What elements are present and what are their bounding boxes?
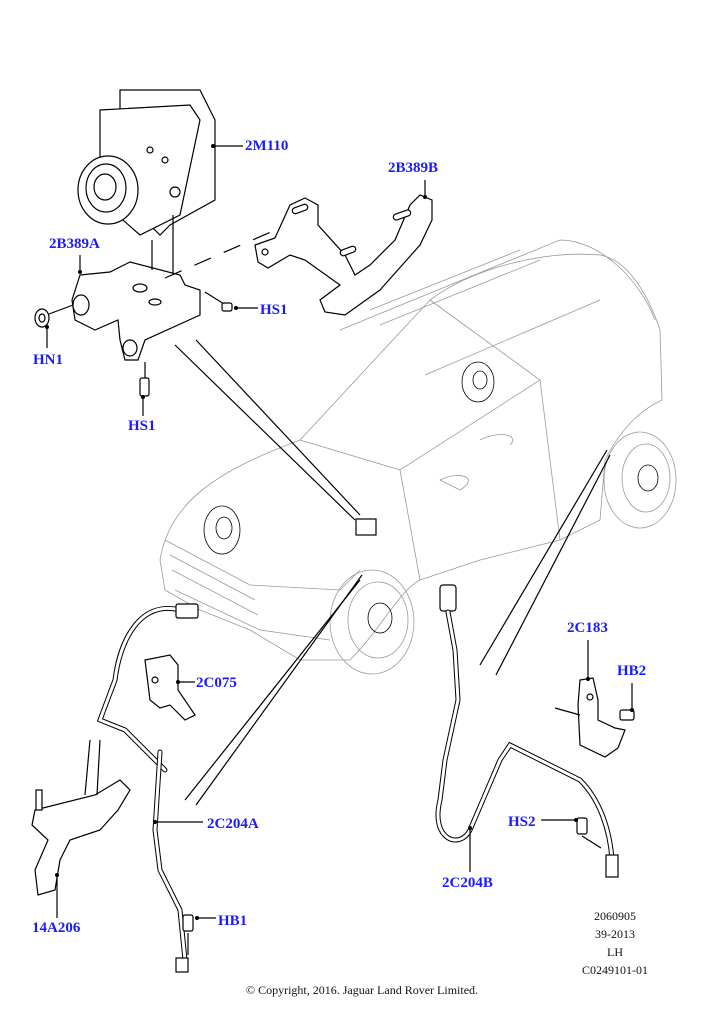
abs-module-2m110 <box>77 89 243 236</box>
sensor-2c204a <box>96 603 203 973</box>
callout-hb1[interactable]: HB1 <box>218 913 248 929</box>
bolt-hb1 <box>182 914 216 955</box>
bolt-hs1-lower <box>139 362 150 416</box>
bracket-2c183 <box>554 640 626 758</box>
callout-hs1-upper[interactable]: HS1 <box>260 302 288 318</box>
reference-code: 39-2013 <box>595 927 635 941</box>
callout-hb2[interactable]: HB2 <box>617 663 647 679</box>
bracket-2b389b <box>164 180 433 316</box>
nut-hn1 <box>34 304 74 348</box>
bolt-hb2 <box>619 683 635 721</box>
bracket-14a206 <box>31 739 131 918</box>
clip-2c075 <box>144 654 196 721</box>
callout-2c183[interactable]: 2C183 <box>567 620 608 636</box>
reference-number: 2060905 <box>594 909 636 923</box>
callout-2b389a[interactable]: 2B389A <box>49 236 100 252</box>
reference-side: LH <box>607 945 623 959</box>
callout-2c204a[interactable]: 2C204A <box>207 816 259 832</box>
callout-hn1[interactable]: HN1 <box>33 352 63 368</box>
sensor-2c204b <box>435 584 619 878</box>
bolt-hs1-upper <box>204 291 258 312</box>
callout-hs2[interactable]: HS2 <box>508 814 536 830</box>
callout-2b389b[interactable]: 2B389B <box>388 160 439 176</box>
illustration-id: C0249101-01 <box>582 963 648 977</box>
callout-2c075[interactable]: 2C075 <box>196 675 237 691</box>
pointer-lines <box>174 339 611 806</box>
callout-hs1-lower[interactable]: HS1 <box>128 418 156 434</box>
bolt-hs2 <box>541 817 602 849</box>
vehicle-outline <box>159 239 677 675</box>
callout-2c204b[interactable]: 2C204B <box>442 875 493 891</box>
callout-14a206[interactable]: 14A206 <box>32 920 81 936</box>
bracket-2b389a <box>71 215 201 361</box>
copyright-notice: © Copyright, 2016. Jaguar Land Rover Lim… <box>245 983 479 997</box>
callout-2m110[interactable]: 2M110 <box>245 138 289 154</box>
